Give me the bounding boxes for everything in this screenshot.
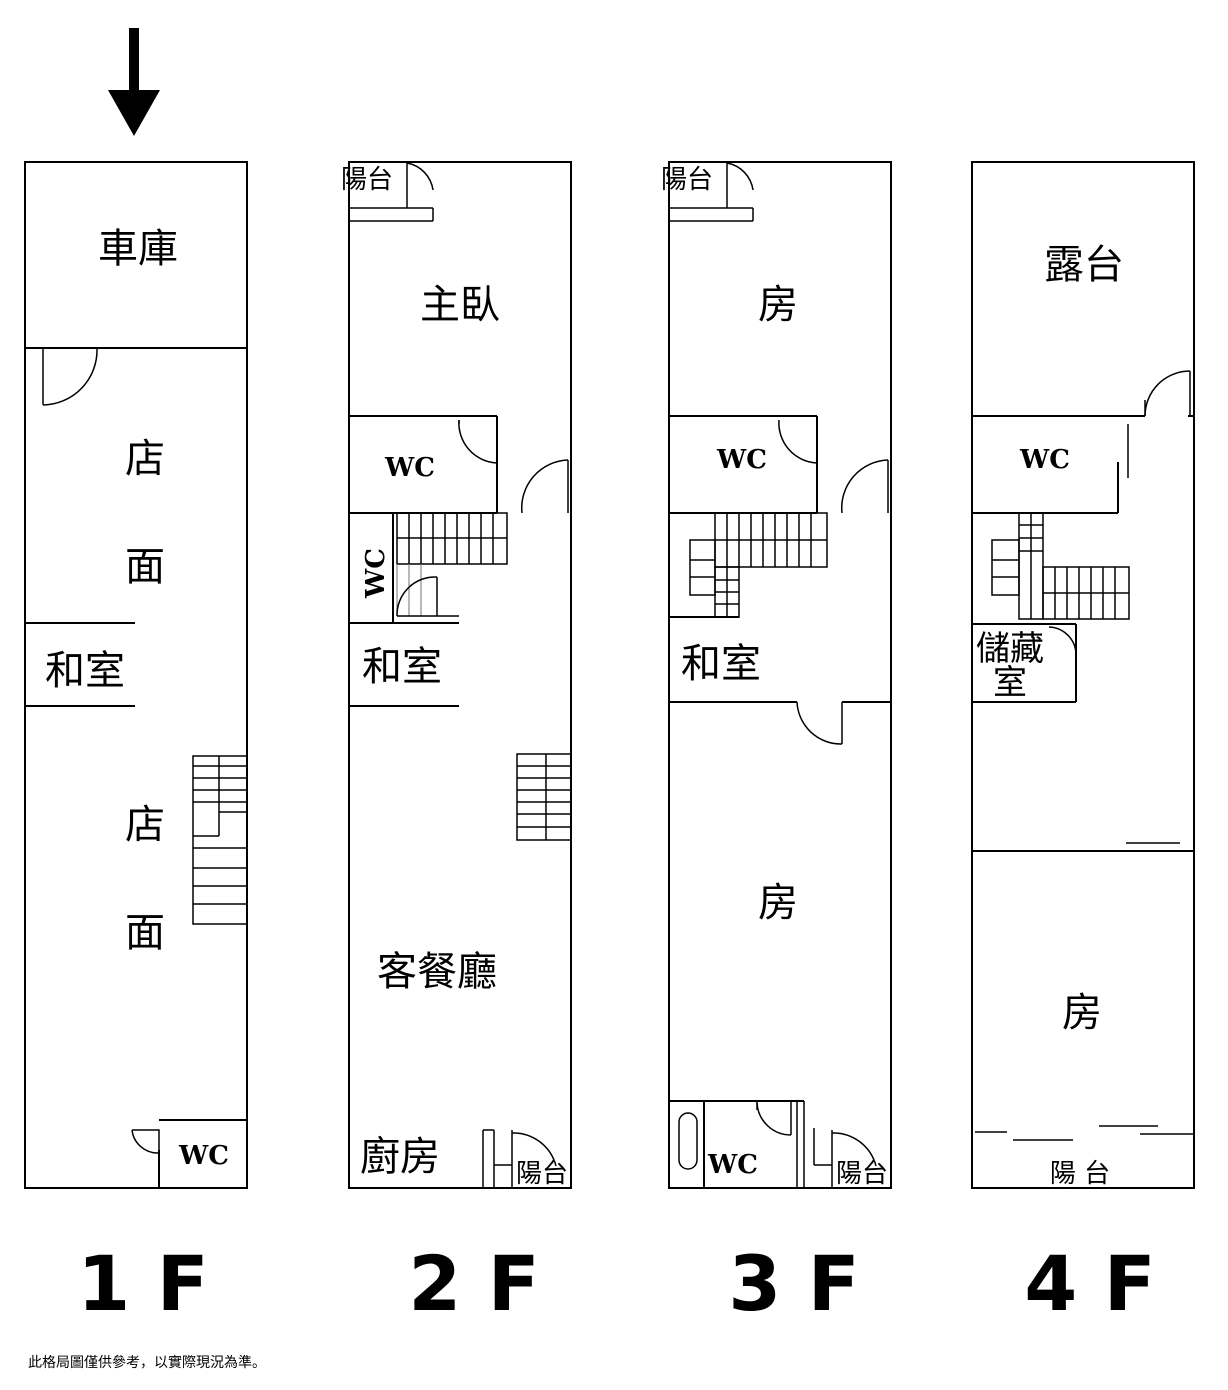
shop-label-3: 店 — [125, 802, 165, 848]
floor-label-4f: 4 F — [1024, 1239, 1155, 1328]
floor-1f: 車庫 店 面 和室 店 面 WC — [24, 161, 248, 1189]
tatami-label: 和室 — [681, 641, 761, 687]
floor-label-3f: 3 F — [728, 1239, 859, 1328]
floor-2f: 陽台 主臥 WC WC 和室 客餐廳 廚房 陽台 — [341, 161, 572, 1189]
shop-label-4: 面 — [125, 910, 165, 956]
back-room-label: 房 — [758, 880, 798, 926]
master-bedroom-label: 主臥 — [420, 282, 500, 328]
stairs-2f-lower — [516, 753, 572, 841]
disclaimer-note: 此格局圖僅供參考，以實際現況為準。 — [28, 1355, 266, 1371]
floor-3f: 陽台 房 WC 和室 房 WC 陽台 — [661, 161, 892, 1189]
back-balcony-label: 陽台 — [836, 1159, 888, 1189]
stairs-4f — [991, 512, 1130, 620]
living-dining-label: 客餐廳 — [377, 949, 497, 995]
wc-main-label: WC — [716, 445, 767, 475]
floor-label-2f: 2 F — [408, 1239, 539, 1328]
entrance-arrow-icon — [108, 28, 160, 136]
kitchen-label: 廚房 — [360, 1134, 440, 1180]
floor-4f: 露台 WC 儲藏 室 房 陽 台 — [971, 161, 1195, 1189]
floor-label-1f: 1 F — [77, 1239, 208, 1328]
tatami-label: 和室 — [45, 648, 125, 694]
storage-label-1: 儲藏 — [976, 629, 1044, 669]
balcony-label: 陽 台 — [1050, 1159, 1110, 1189]
wc-back-label: WC — [707, 1150, 758, 1180]
stairs-3f — [689, 512, 828, 618]
terrace-label: 露台 — [1044, 242, 1124, 288]
tatami-label: 和室 — [362, 644, 442, 690]
room-label: 房 — [1062, 990, 1102, 1036]
wc-small-label: WC — [361, 548, 391, 599]
wc-main-label: WC — [384, 453, 435, 483]
front-room-label: 房 — [758, 282, 798, 328]
front-balcony-label: 陽台 — [341, 165, 393, 195]
stairs-1f — [192, 755, 248, 925]
back-balcony-label: 陽台 — [516, 1159, 568, 1189]
shop-label-2: 面 — [125, 544, 165, 590]
storage-label-2: 室 — [993, 663, 1027, 703]
front-balcony-label: 陽台 — [661, 165, 713, 195]
wc-label: WC — [1019, 445, 1070, 475]
stairs-2f-upper — [396, 512, 508, 616]
shop-label-1: 店 — [125, 436, 165, 482]
garage-label: 車庫 — [98, 226, 178, 272]
wc-label: WC — [178, 1141, 229, 1171]
